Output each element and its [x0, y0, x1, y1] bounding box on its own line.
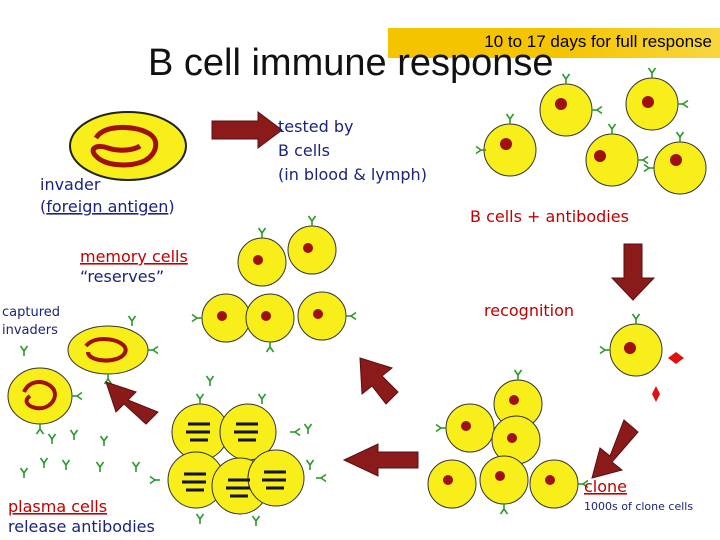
tested-line3: (in blood & lymph)	[278, 165, 427, 184]
plasma-cell-cluster	[149, 393, 327, 515]
memory-cells-label: memory cells	[80, 247, 188, 266]
recognition-cell	[599, 313, 684, 402]
bcell-antibody-cluster	[475, 67, 707, 195]
invader-label: invader	[40, 175, 101, 194]
clone-cell-cluster	[427, 369, 589, 515]
arrow-recognition	[610, 243, 656, 301]
reserves-label: “reserves”	[80, 267, 164, 286]
captured-line2: invaders	[2, 323, 58, 338]
page-title: B cell immune response	[148, 42, 554, 84]
clone-label: clone	[584, 477, 627, 496]
bcells-antibodies-label: B cells + antibodies	[470, 207, 629, 226]
tested-line1: tested by	[278, 117, 353, 136]
tested-line2: B cells	[278, 141, 330, 160]
clone-count-label: 1000s of clone cells	[584, 500, 693, 513]
plasma-cells-label: plasma cells	[8, 497, 107, 516]
foreign-antigen-label: (foreign antigen)	[40, 197, 175, 216]
arrow-clone	[591, 419, 639, 479]
captured-invader-cell	[67, 325, 159, 385]
captured-line1: captured	[2, 305, 60, 320]
arrow-memory	[359, 357, 399, 405]
invader-cell	[69, 111, 187, 181]
recognition-label: recognition	[484, 301, 574, 320]
release-antibodies-label: release antibodies	[8, 517, 155, 536]
captured-invader-cell-2	[7, 367, 83, 435]
arrow-captured	[105, 381, 159, 425]
memory-cell-cluster	[191, 215, 357, 353]
duration-text: 10 to 17 days for full response	[484, 32, 712, 51]
arrow-tested	[211, 111, 283, 149]
foreign-antigen-link[interactable]: foreign antigen	[46, 197, 168, 216]
duration-banner: 10 to 17 days for full response	[388, 28, 720, 58]
arrow-plasma	[342, 443, 419, 477]
